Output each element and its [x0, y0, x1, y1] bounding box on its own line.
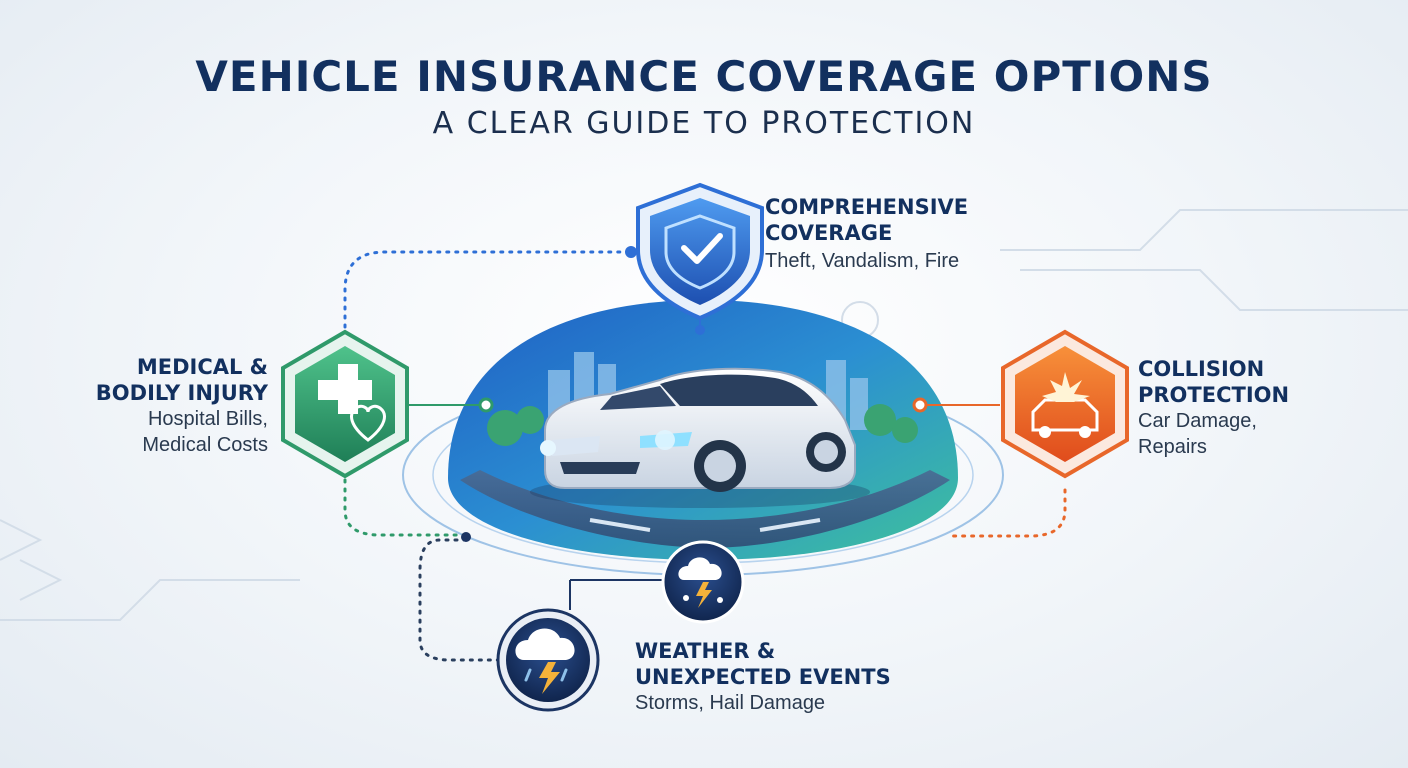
car-icon	[530, 367, 870, 508]
collision-description-line2: Repairs	[1138, 436, 1207, 458]
connector-dots	[461, 246, 928, 542]
background-decor	[0, 209, 1408, 621]
page-title: VEHICLE INSURANCE COVERAGE OPTIONS	[195, 52, 1213, 101]
storm-cloud-icon	[496, 608, 600, 712]
collision-description-line1: Car Damage,	[1138, 410, 1257, 432]
weather-title-line2: UNEXPECTED EVENTS	[635, 665, 891, 689]
shield-check-icon	[636, 182, 764, 321]
medical-description-line2: Medical Costs	[142, 434, 268, 456]
collision-title-line1: COLLISION	[1138, 357, 1265, 381]
comprehensive-coverage-label: COMPREHENSIVE COVERAGE Theft, Vandalism,…	[765, 194, 968, 274]
medical-description-line1: Hospital Bills,	[147, 408, 268, 430]
small-storm-cloud-icon	[661, 540, 745, 624]
comprehensive-title-line1: COMPREHENSIVE	[765, 195, 969, 219]
collision-protection-label: COLLISION PROTECTION Car Damage, Repairs	[1138, 356, 1289, 460]
medical-cross-heart-icon	[281, 329, 409, 479]
collision-title-line2: PROTECTION	[1138, 383, 1290, 407]
car-crash-icon	[1001, 329, 1129, 479]
weather-title-line1: WEATHER &	[635, 639, 776, 663]
medical-bodily-injury-label: MEDICAL & BODILY INJURY Hospital Bills, …	[96, 354, 268, 458]
medical-title-line2: BODILY INJURY	[95, 381, 268, 405]
comprehensive-description: Theft, Vandalism, Fire	[765, 250, 960, 272]
weather-events-label: WEATHER & UNEXPECTED EVENTS Storms, Hail…	[635, 638, 891, 716]
comprehensive-title-line2: COVERAGE	[765, 221, 893, 245]
weather-description: Storms, Hail Damage	[635, 692, 826, 714]
medical-title-line1: MEDICAL &	[136, 355, 268, 379]
connector-solid-lines	[408, 404, 1000, 610]
page-subtitle: A CLEAR GUIDE TO PROTECTION	[432, 106, 976, 141]
